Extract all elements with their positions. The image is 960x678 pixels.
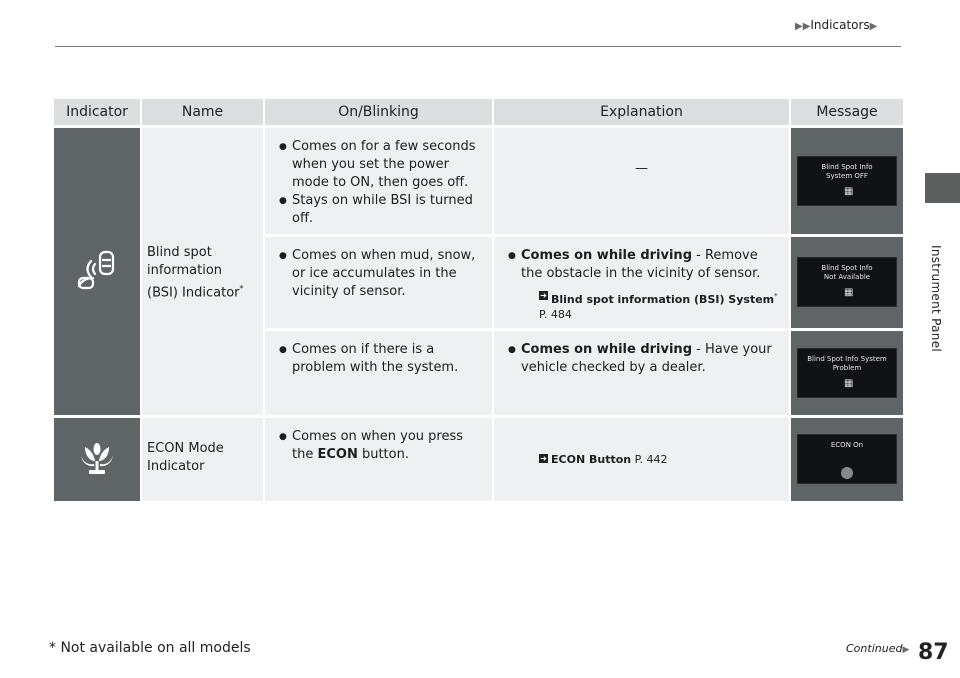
table-row: ECON Mode Indicator Comes on when you pr… (54, 417, 903, 501)
list-item: Comes on when you press the ECON button. (275, 428, 482, 464)
column-header-name: Name (142, 99, 265, 125)
column-header-indicator: Indicator (54, 99, 142, 125)
explanation-bold: Comes on while driving (521, 248, 692, 263)
continued-arrow-icon: ▶ (902, 645, 910, 655)
econ-indicator-cell (54, 417, 142, 501)
xref-title: ECON Button (551, 452, 632, 466)
message-line: Blind Spot Info (821, 163, 873, 171)
xref-page: P. 484 (539, 307, 572, 321)
message-screen: ECON On (797, 434, 897, 485)
list-item: Stays on while BSI is turned off. (275, 192, 482, 228)
message-line: Problem (832, 363, 862, 372)
message-line: Blind Spot Info (821, 264, 873, 273)
xref-title: Blind spot information (BSI) System (551, 292, 775, 306)
arrow-icon: ➜ (539, 453, 548, 463)
breadcrumb: ▶▶Indicators▶ (795, 18, 877, 32)
column-header-message: Message (791, 99, 903, 125)
message-line: System OFF (826, 172, 868, 180)
bsi-on-blinking-3: Comes on if there is a problem with the … (265, 330, 494, 415)
bsi-message-2: Blind Spot Info Not Available ▦ (791, 237, 903, 328)
explanation-text: - Have your vehicle checked by a dealer. (521, 341, 772, 375)
message-line: Not Available (823, 273, 871, 282)
econ-name-cell: ECON Mode Indicator (142, 417, 265, 501)
bsi-small-icon: ▦ (844, 287, 854, 299)
bsi-name: Blind spot information (BSI) Indicator (147, 245, 240, 301)
bsi-name-footnote-mark: * (239, 284, 244, 294)
list-item: Comes on if there is a problem with the … (275, 341, 482, 377)
message-screen: Blind Spot Info System OFF ▦ (797, 156, 897, 206)
bsi-icon (77, 251, 115, 290)
xref-footnote-mark: * (774, 292, 778, 300)
explanation-text: - Remove the obstacle in the vicinity of… (521, 248, 761, 281)
bsi-explanation-3: Comes on while driving - Have your vehic… (494, 330, 791, 415)
bsi-explanation-2: Comes on while driving - Remove the obst… (494, 237, 791, 328)
table-row: Comes on if there is a problem with the … (54, 330, 903, 415)
explanation-bold: Comes on while driving (521, 341, 692, 357)
list-item: Comes on when mud, snow, or ice accumula… (275, 247, 482, 301)
bsi-message-1: Blind Spot Info System OFF ▦ (791, 128, 903, 234)
econ-on-blinking: Comes on when you press the ECON button. (265, 417, 494, 501)
arrow-icon: ➜ (539, 291, 548, 300)
bsi-on-blinking-1: Comes on for a few seconds when you set … (265, 128, 494, 234)
continued-label: Continued▶ (846, 642, 909, 655)
bsi-on-blinking-2: Comes on when mud, snow, or ice accumula… (265, 237, 494, 328)
econ-on-bold: ECON (317, 446, 358, 462)
message-line: Blind Spot Info System (807, 354, 887, 363)
message-screen: Blind Spot Info Not Available ▦ (797, 257, 897, 308)
column-header-on-blinking: On/Blinking (265, 99, 494, 125)
column-header-explanation: Explanation (494, 99, 791, 125)
indicator-table: Indicator Name On/Blinking Explanation M… (54, 96, 903, 504)
econ-small-icon (841, 467, 853, 480)
breadcrumb-suffix-icon: ▶ (869, 21, 878, 32)
section-label: Instrument Panel (929, 245, 943, 353)
page-number: 87 (918, 640, 949, 665)
breadcrumb-prefix-icon: ▶▶ (795, 21, 811, 32)
message-line: ECON On (830, 441, 864, 450)
econ-on-text-end: button. (357, 446, 409, 462)
breadcrumb-text: Indicators (810, 18, 870, 32)
econ-name: ECON Mode Indicator (147, 440, 224, 474)
list-item: Comes on while driving - Remove the obst… (504, 247, 779, 283)
explanation-dash: — (635, 161, 648, 176)
econ-icon (81, 443, 113, 475)
header-rule (55, 46, 901, 47)
bsi-name-cell: Blind spot information (BSI) Indicator* (142, 128, 265, 415)
list-item: Comes on while driving - Have your vehic… (504, 341, 779, 377)
bsi-explanation-1: — (494, 128, 791, 234)
table-row: Comes on when mud, snow, or ice accumula… (54, 237, 903, 328)
footnote: * Not available on all models (49, 640, 251, 656)
cross-reference[interactable]: ➜ ECON Button P. 442 (504, 452, 779, 467)
section-tab (925, 173, 960, 203)
table-header-row: Indicator Name On/Blinking Explanation M… (54, 99, 903, 125)
bsi-message-3: Blind Spot Info System Problem ▦ (791, 330, 903, 415)
table-row: Blind spot information (BSI) Indicator* … (54, 128, 903, 415)
message-screen: Blind Spot Info System Problem ▦ (797, 347, 897, 398)
continued-text: Continued (846, 642, 903, 655)
bsi-small-icon: ▦ (844, 377, 854, 389)
econ-message: ECON On (791, 417, 903, 501)
list-item: Comes on for a few seconds when you set … (275, 138, 482, 192)
bsi-small-icon: ▦ (844, 186, 854, 197)
econ-explanation: ➜ ECON Button P. 442 (494, 417, 791, 501)
xref-page: P. 442 (634, 452, 668, 466)
cross-reference[interactable]: ➜ Blind spot information (BSI) System* P… (504, 289, 779, 322)
econ-on-text: Comes on when you press the (292, 428, 464, 462)
bsi-indicator-cell (54, 128, 142, 415)
